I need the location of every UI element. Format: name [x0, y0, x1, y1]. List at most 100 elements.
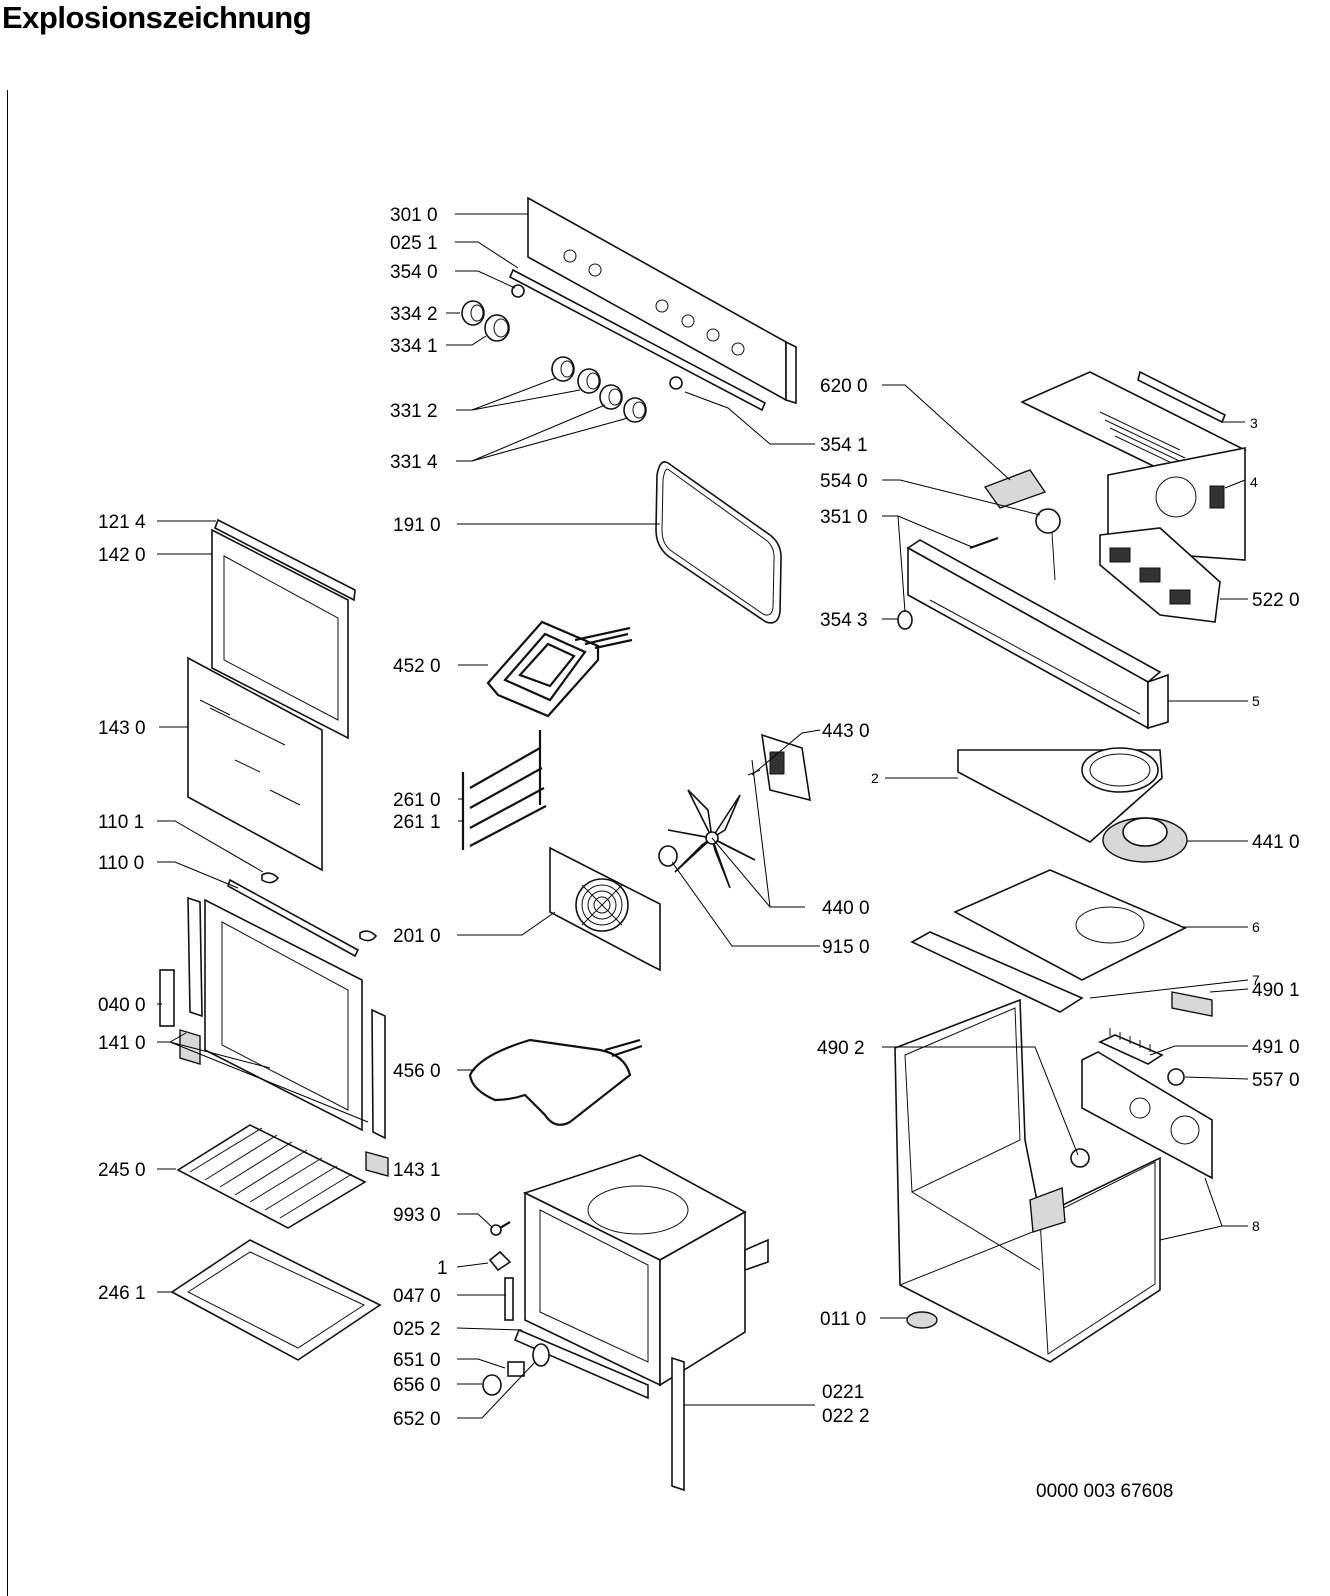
label-121-4: 121 4	[98, 512, 146, 533]
cooling-fan	[1102, 817, 1188, 863]
knob-651	[532, 1343, 550, 1367]
foot	[906, 1311, 938, 1329]
label-557-0: 557 0	[1252, 1070, 1300, 1091]
knobs	[461, 284, 683, 423]
label-456-0: 456 0	[393, 1061, 441, 1082]
oven-cavity	[513, 1154, 769, 1492]
rear-panel	[1081, 1051, 1213, 1180]
label-490-1: 490 1	[1252, 980, 1300, 1001]
fan-nut	[658, 845, 678, 867]
thermostat	[1035, 508, 1061, 581]
base-plate	[953, 869, 1187, 981]
part-557	[1167, 1068, 1185, 1086]
margin-rule	[7, 90, 8, 1596]
air-duct	[957, 747, 1163, 843]
relay-block	[1099, 527, 1221, 623]
label-246-1: 246 1	[98, 1283, 146, 1304]
label-354-1: 354 1	[820, 435, 868, 456]
fan-back-panel	[549, 846, 661, 972]
lower-heating-element	[468, 1038, 643, 1126]
part-490-1	[1171, 991, 1213, 1017]
label-993-0: 993 0	[393, 1205, 441, 1226]
heat-shield	[910, 931, 1084, 1013]
terminal-block	[1098, 1028, 1164, 1065]
label-022-2: 022 2	[822, 1406, 870, 1427]
label-110-1: 110 1	[98, 812, 144, 833]
selector-switch	[983, 469, 1047, 509]
label-261-0: 261 0	[393, 790, 441, 811]
panel-strip-upper	[508, 268, 767, 412]
label-331-4: 331 4	[390, 452, 438, 473]
label-245-0: 245 0	[98, 1160, 146, 1181]
label-6: 6	[1252, 919, 1260, 935]
label-5: 5	[1252, 693, 1260, 709]
top-heating-element	[486, 620, 633, 718]
label-331-2: 331 2	[390, 401, 438, 422]
label-3: 3	[1250, 415, 1258, 431]
label-651-0: 651 0	[393, 1350, 441, 1371]
page-title: Explosionszeichnung	[2, 0, 312, 35]
label-440-0: 440 0	[822, 898, 870, 919]
label-0221: 0221	[822, 1382, 864, 1403]
label-141-0: 141 0	[98, 1033, 146, 1054]
label-441-0: 441 0	[1252, 832, 1300, 853]
label-452-0: 452 0	[393, 656, 441, 677]
fan-motor	[747, 733, 811, 802]
label-620-0: 620 0	[820, 376, 868, 397]
knob-354-3	[897, 610, 913, 630]
fan-impeller	[667, 789, 756, 889]
label-143-0: 143 0	[98, 718, 146, 739]
grid-shelf	[176, 1124, 367, 1229]
label-011-0: 011 0	[820, 1309, 866, 1330]
label-143-1: 143 1	[393, 1160, 441, 1181]
label-261-1: 261 1	[393, 812, 441, 833]
door-glass	[187, 656, 323, 872]
pin-351	[969, 536, 999, 550]
outer-casing	[894, 998, 1161, 1363]
leader-lines	[157, 213, 1249, 1419]
label-201-0: 201 0	[393, 926, 441, 947]
outer-door	[211, 518, 356, 740]
label-490-2: 490 2	[817, 1038, 865, 1059]
label-040-0: 040 0	[98, 995, 146, 1016]
label-522-0: 522 0	[1252, 590, 1300, 611]
clip-1	[488, 1250, 512, 1272]
label-334-2: 334 2	[390, 304, 438, 325]
side-racks	[461, 730, 547, 850]
label-025-2: 025 2	[393, 1319, 441, 1340]
strip-047	[504, 1277, 514, 1321]
label-491-0: 491 0	[1252, 1037, 1300, 1058]
label-7: 7	[1252, 972, 1260, 988]
label-047-0: 047 0	[393, 1286, 441, 1307]
door-gasket	[655, 461, 782, 624]
knob-656	[482, 1374, 502, 1396]
inner-door	[159, 872, 389, 1177]
baking-tray	[170, 1239, 382, 1361]
label-354-3: 354 3	[820, 610, 868, 631]
label-4: 4	[1250, 474, 1258, 490]
part-labels: 301 0 025 1 354 0 334 2 334 1 331 2 331 …	[98, 205, 1300, 1430]
label-191-0: 191 0	[393, 515, 441, 536]
label-554-0: 554 0	[820, 471, 868, 492]
label-334-1: 334 1	[390, 336, 438, 357]
front-frame	[906, 539, 1169, 730]
control-panel	[527, 196, 797, 405]
label-652-0: 652 0	[393, 1409, 441, 1430]
label-301-0: 301 0	[390, 205, 438, 226]
label-915-0: 915 0	[822, 937, 870, 958]
label-2: 2	[871, 770, 879, 786]
label-443-0: 443 0	[822, 721, 870, 742]
fitting-652	[507, 1361, 525, 1377]
label-1: 1	[437, 1258, 448, 1279]
label-351-0: 351 0	[820, 507, 868, 528]
label-142-0: 142 0	[98, 545, 146, 566]
screw-993	[490, 1224, 502, 1236]
label-656-0: 656 0	[393, 1375, 441, 1396]
label-110-0: 110 0	[98, 853, 144, 874]
parts	[159, 196, 1247, 1492]
label-025-1: 025 1	[390, 233, 438, 254]
document-number: 0000 003 67608	[1036, 1481, 1173, 1502]
label-8: 8	[1252, 1218, 1260, 1234]
label-354-0: 354 0	[390, 262, 438, 283]
